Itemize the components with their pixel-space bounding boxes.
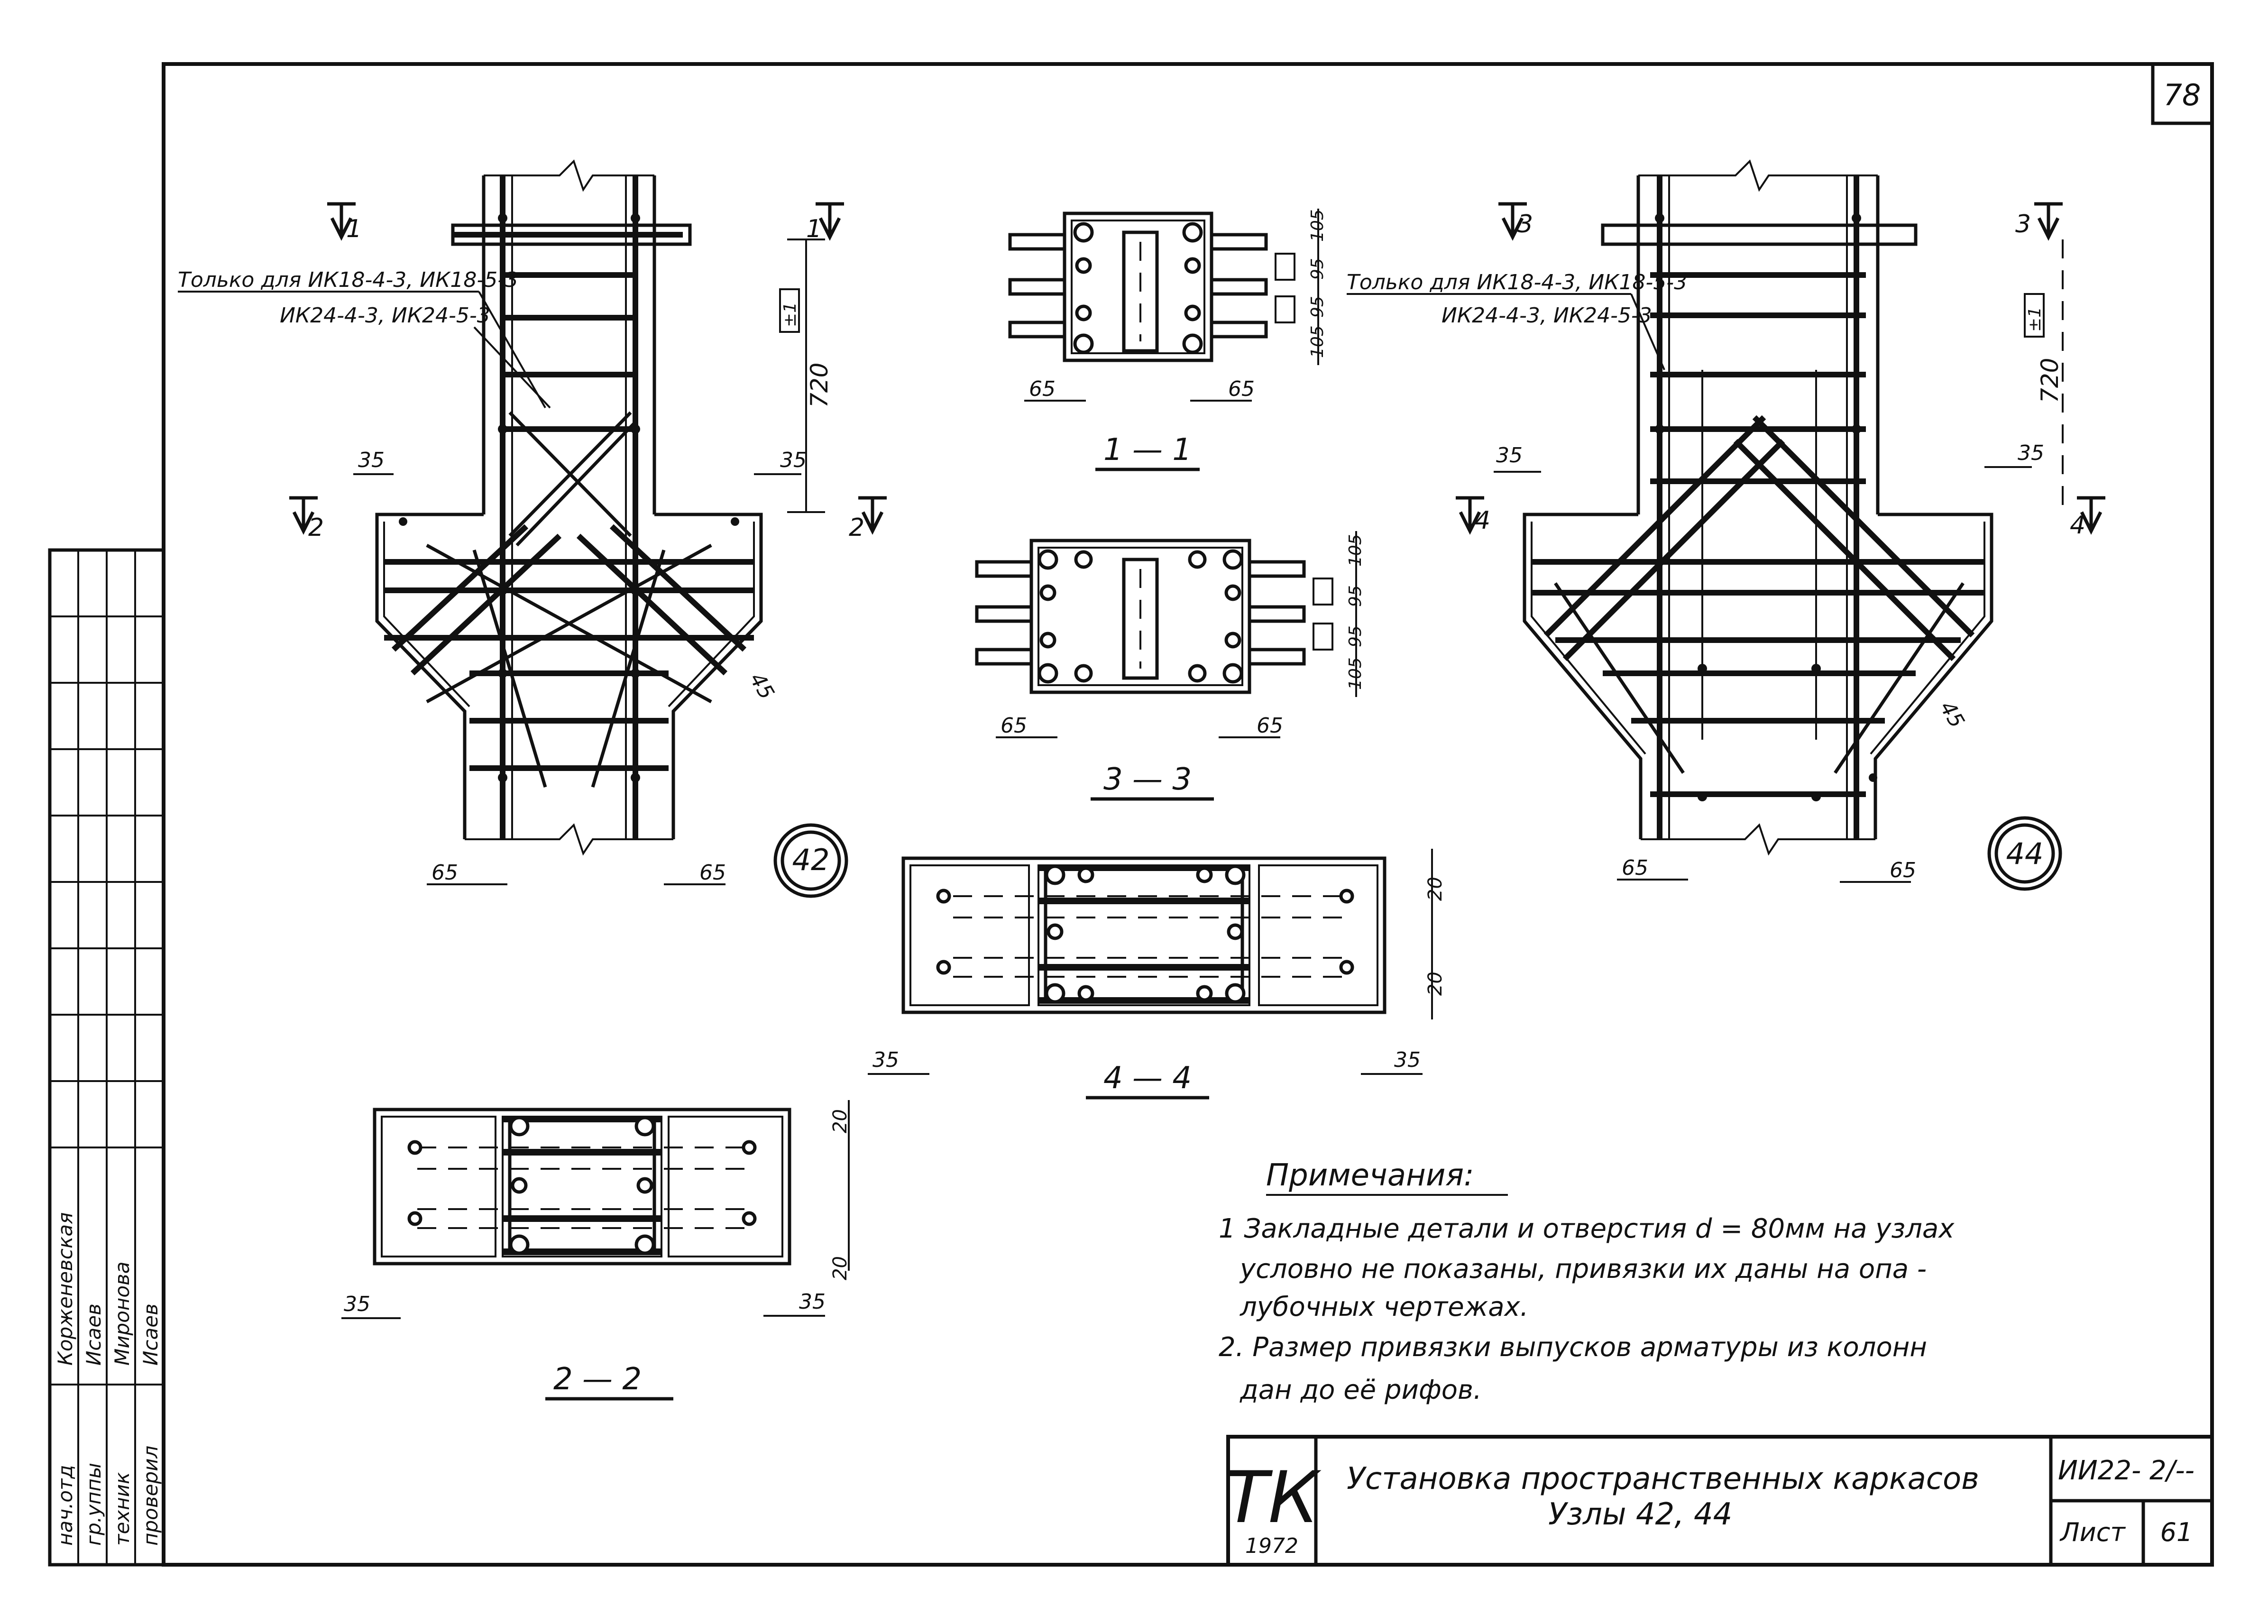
s22-dim-35-b: 35 — [799, 1290, 826, 1314]
s11-dim-105-top: 105 — [1308, 209, 1327, 242]
dim-45-right: 45 — [1935, 697, 1969, 732]
section-title-3-3: 3 — 3 — [1103, 762, 1192, 797]
section-2-2: 20 20 35 35 2 — 2 — [341, 1100, 851, 1401]
s33-dim-65-b: 65 — [1257, 714, 1283, 738]
section-title-2-2: 2 — 2 — [553, 1362, 642, 1397]
s33-dim-105-top: 105 — [1346, 534, 1365, 567]
notes-block: Примечания: 1 Закладные детали и отверст… — [1219, 1158, 1955, 1405]
node-label-42: 42 — [792, 843, 830, 877]
s33-dim-95-a: 95 — [1346, 585, 1365, 607]
s11-dim-95-a: 95 — [1308, 258, 1327, 280]
sheet-number: 78 — [2164, 78, 2201, 112]
section-title-4-4: 4 — 4 — [1103, 1061, 1192, 1096]
sidebar-name-3: Миронова — [110, 1261, 134, 1366]
sidebar-role-1: нач.отд — [54, 1465, 77, 1546]
dim-65-left-a: 65 — [432, 861, 458, 885]
notes-line-3: лубочных чертежах. — [1240, 1292, 1528, 1322]
node-42-elevation — [375, 159, 763, 856]
dim-65-left-b: 65 — [699, 861, 726, 885]
s33-dim-105-bot: 105 — [1346, 657, 1365, 690]
dim-35-left-b: 35 — [780, 448, 807, 472]
section-1-1: 105 95 95 105 65 65 1 — 1 — [1008, 209, 1327, 471]
sidebar-name-2: Исаев — [82, 1303, 105, 1366]
s33-dim-65-a: 65 — [1001, 714, 1027, 738]
dim-35-right-a: 35 — [1496, 443, 1523, 468]
dim-35-left-a: 35 — [358, 448, 385, 472]
s22-dim-20-bot: 20 — [829, 1256, 851, 1280]
callout-left-line2: ИК24-4-3, ИК24-5-3 — [280, 303, 490, 328]
s11-dim-95-b: 95 — [1308, 296, 1327, 318]
notes-line-2: условно не показаны, привязки их даны на… — [1239, 1254, 1927, 1285]
title-block-sheet-label: Лист — [2059, 1517, 2126, 1547]
notes-line-4: 2. Размер привязки выпусков арматуры из … — [1219, 1332, 1927, 1363]
title-block: ТК 1972 Установка пространственных карка… — [1225, 1435, 2214, 1567]
sidebar-role-2: гр.уппы — [82, 1463, 105, 1546]
s11-dim-65-b: 65 — [1228, 377, 1255, 401]
title-block-code: ИИ22- 2/-- — [2058, 1455, 2195, 1486]
section-mark-3-right: 3 — [2015, 210, 2031, 239]
dim-45-left: 45 — [744, 669, 779, 704]
dim-pm-right: ±1 — [2025, 307, 2045, 332]
s22-dim-35-a: 35 — [344, 1292, 370, 1316]
s33-dim-95-b: 95 — [1346, 625, 1365, 647]
dim-pm-left: ±1 — [780, 302, 800, 327]
section-mark-3-left: 3 — [1517, 210, 1533, 239]
section-mark-4-left: 4 — [1475, 506, 1490, 535]
section-mark-2-right: 2 — [849, 514, 864, 542]
node-label-44: 44 — [2006, 836, 2044, 871]
title-block-title-2: Узлы 42, 44 — [1548, 1497, 1732, 1532]
node-44-elevation — [1523, 159, 1993, 856]
section-3-3: 105 95 95 105 65 65 3 — 3 — [975, 531, 1365, 801]
dim-720-right: 720 — [2036, 358, 2064, 403]
node-42-annotations: 1 1 2 2 Только для ИК18-4-3, ИК18-5-3 ИК… — [178, 202, 887, 898]
callout-right-line1: Только для ИК18-4-3, ИК18-5-3 — [1347, 270, 1687, 294]
s11-dim-65-a: 65 — [1029, 377, 1056, 401]
sidebar-role-4: проверил — [139, 1446, 162, 1546]
title-block-logo: ТК — [1225, 1457, 1322, 1539]
notes-line-5: дан до её рифов. — [1240, 1375, 1482, 1405]
sidebar-name-1: Корженевская — [54, 1212, 77, 1366]
callout-left-line1: Только для ИК18-4-3, ИК18-5-3 — [178, 268, 518, 292]
title-block-title-1: Установка пространственных каркасов — [1347, 1461, 1979, 1496]
dim-35-right-b: 35 — [2018, 441, 2044, 465]
node-44-annotations: 3 3 4 4 Только для ИК18-4-3, ИК18-5-3 ИК… — [1347, 202, 2105, 891]
section-mark-1-left: 1 — [346, 215, 362, 243]
section-title-1-1: 1 — 1 — [1103, 432, 1192, 468]
s44-dim-35-b: 35 — [1394, 1048, 1421, 1072]
s11-dim-105-bot: 105 — [1308, 325, 1327, 358]
signature-sidebar: нач.отд гр.уппы техник проверил Корженев… — [48, 548, 165, 1567]
sidebar-role-3: техник — [110, 1472, 134, 1546]
dim-720-left: 720 — [806, 363, 833, 408]
callout-right-line2: ИК24-4-3, ИК24-5-3 — [1442, 303, 1652, 328]
s44-dim-35-a: 35 — [872, 1048, 899, 1072]
s22-dim-20-top: 20 — [829, 1109, 851, 1133]
section-mark-2-left: 2 — [308, 514, 324, 542]
s44-dim-20-bot: 20 — [1424, 972, 1446, 996]
s44-dim-20-top: 20 — [1424, 877, 1446, 901]
notes-line-1: 1 Закладные детали и отверстия d = 80мм … — [1219, 1213, 1955, 1244]
dim-65-right-a: 65 — [1622, 856, 1648, 880]
sidebar-name-4: Исаев — [139, 1303, 162, 1366]
title-block-year: 1972 — [1245, 1534, 1298, 1558]
title-block-sheet-no: 61 — [2160, 1517, 2193, 1547]
notes-title: Примечания: — [1266, 1158, 1474, 1193]
section-4-4: 20 20 35 35 4 — 4 — [868, 849, 1446, 1100]
dim-65-right-b: 65 — [1890, 858, 1916, 882]
section-mark-4-right: 4 — [2070, 511, 2085, 540]
